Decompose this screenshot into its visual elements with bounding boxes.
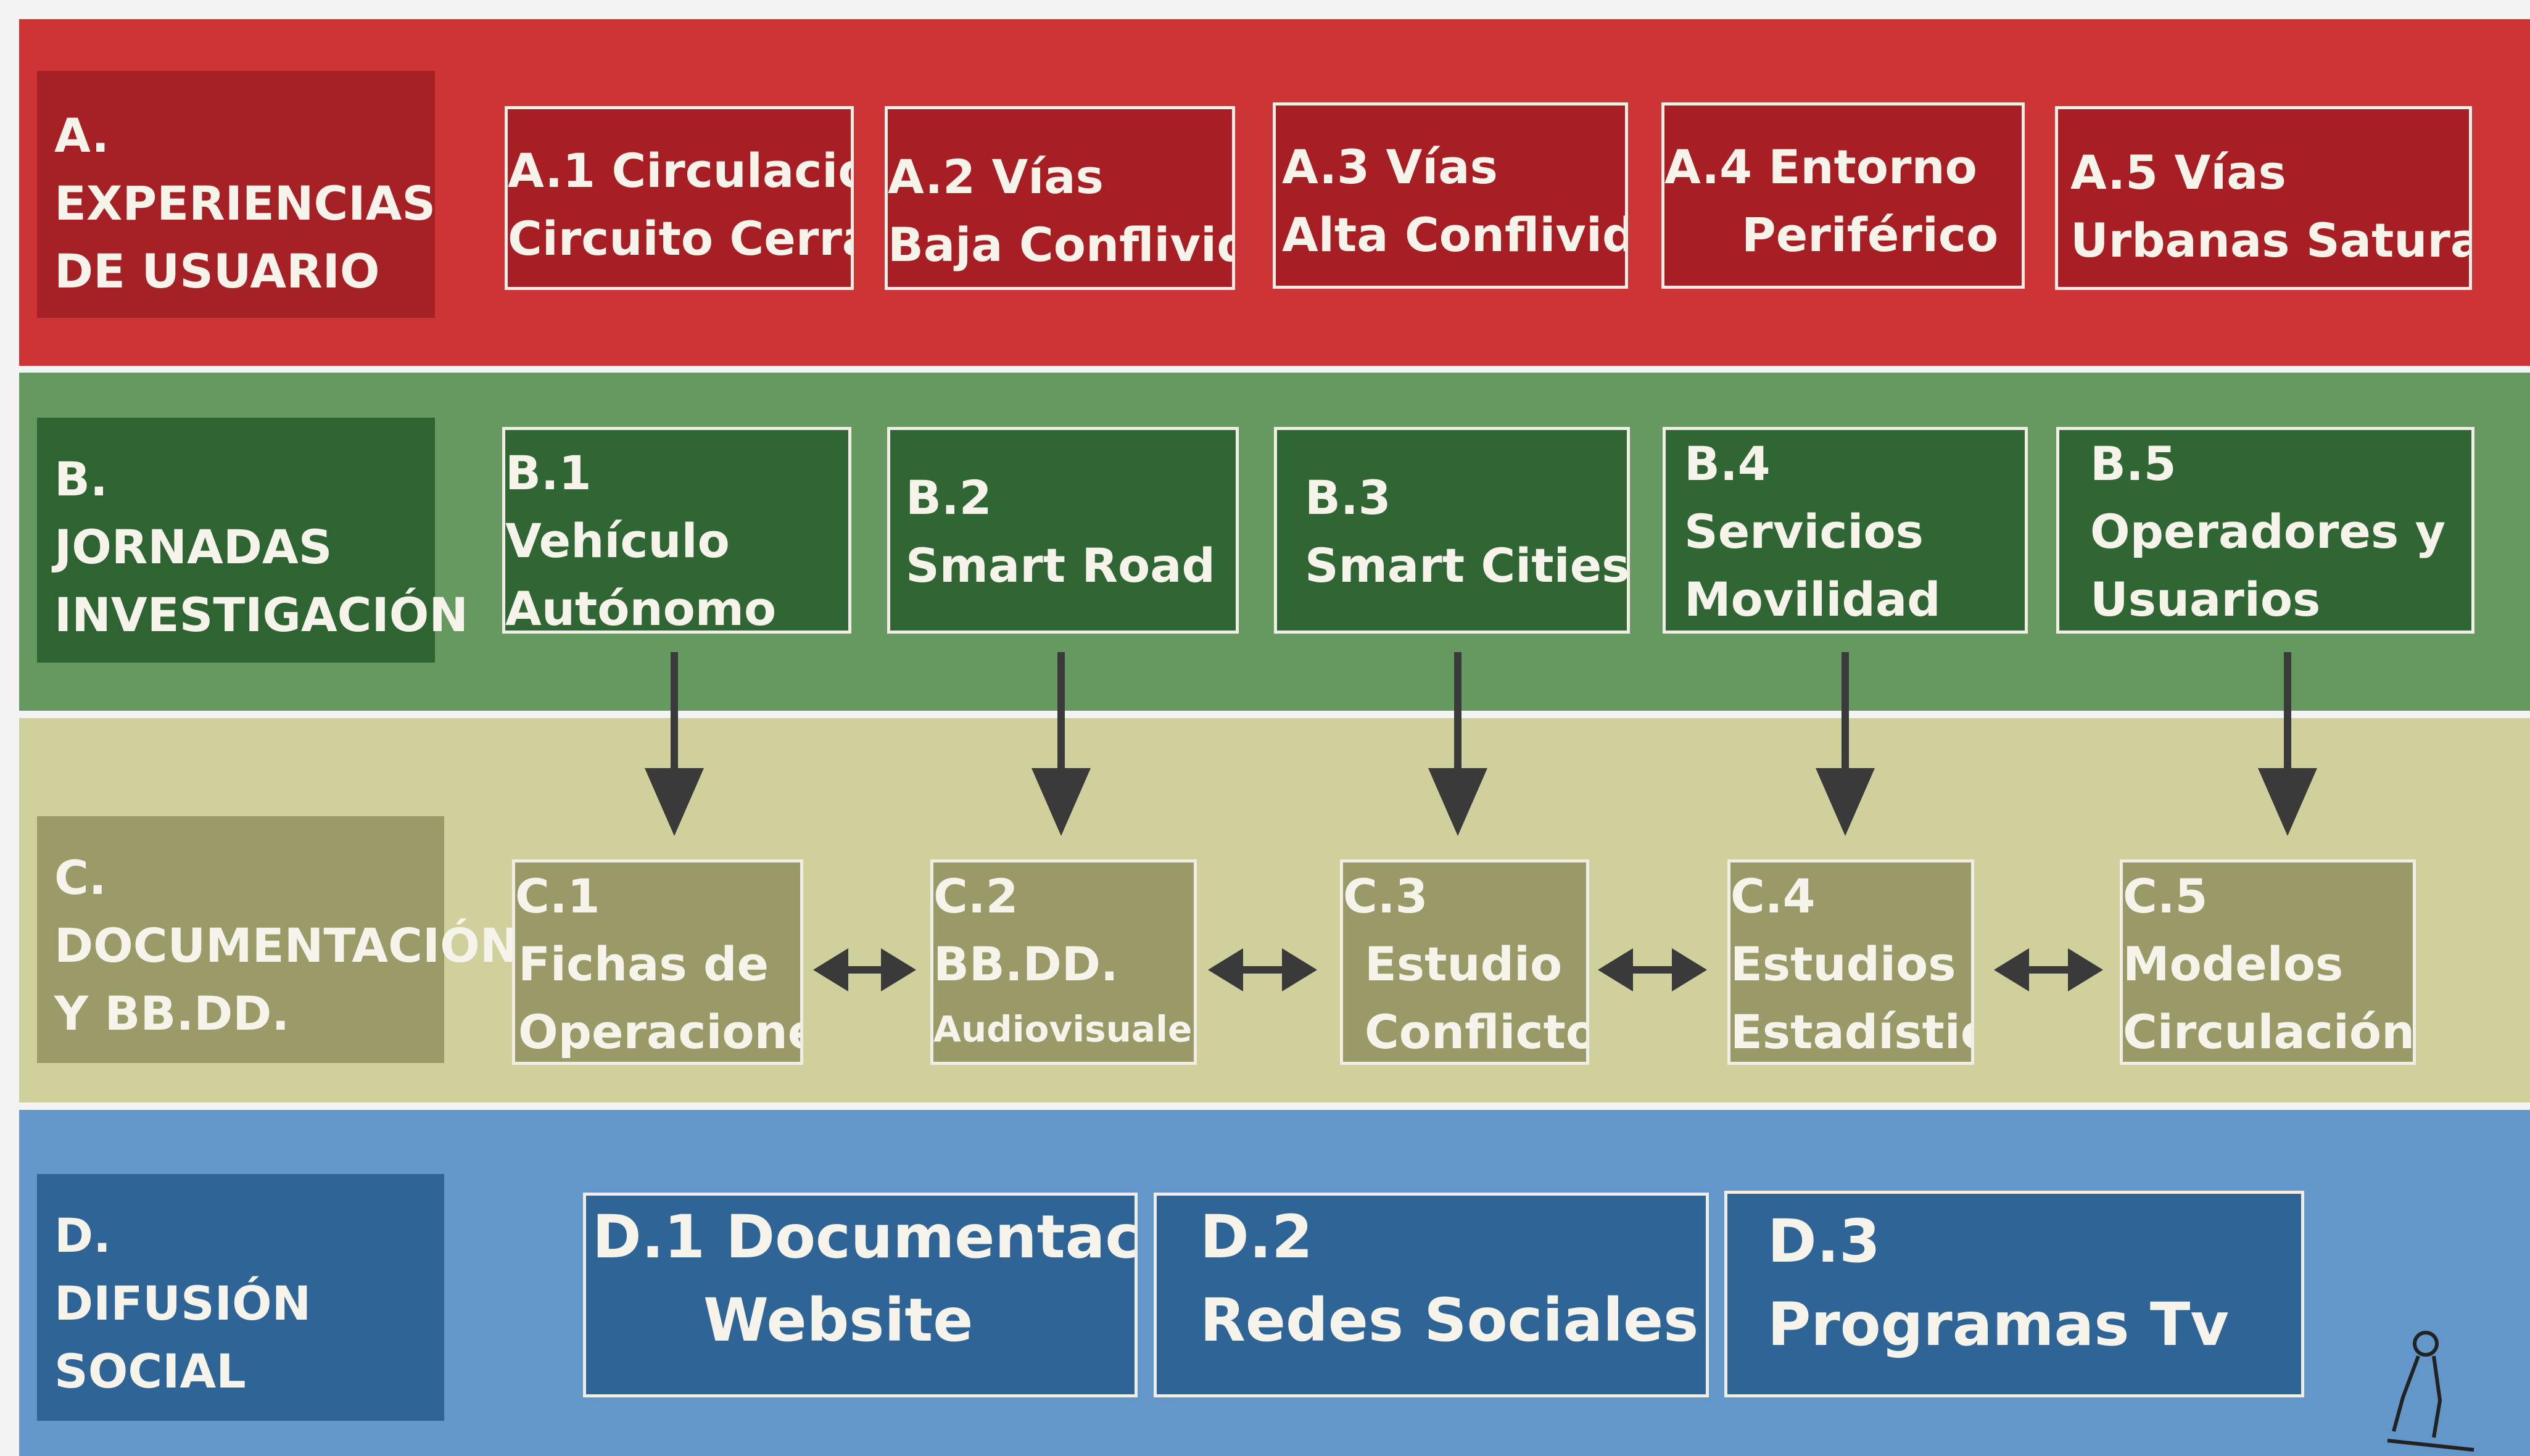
box-a1: A.1 Circulación Circuito Cerrado <box>505 106 854 290</box>
box-line: A.1 Circulación <box>508 143 851 198</box>
box-line: Circuito Cerrado <box>508 211 851 266</box>
box-line: B.5 <box>2090 436 2177 491</box>
arrowhead-down <box>1031 768 1091 836</box>
arrowhead-down <box>1428 768 1487 836</box>
box-c5: C.5 Modelos Circulación <box>2120 859 2416 1065</box>
box-b3: B.3 Smart Cities <box>1274 427 1630 634</box>
box-line: Movilidad <box>1684 572 1941 627</box>
header-documentacion: C. DOCUMENTACIÓN Y BB.DD. <box>37 816 519 1063</box>
box-line: Vehículo <box>505 513 730 568</box>
box-line: Circulación <box>2123 1004 2415 1059</box>
box-c3: C.3 Estudio Conflictos <box>1340 859 1589 1065</box>
header-difusion: D. DIFUSIÓN SOCIAL <box>37 1174 444 1421</box>
box-line: Operaciones <box>518 1004 800 1059</box>
box-b4: B.4 Servicios Movilidad <box>1663 427 2028 634</box>
double-arrow-c3-c4 <box>1598 948 1707 991</box>
box-line: Estudio <box>1365 937 1563 991</box>
box-d1: D.1 Documentación Website <box>583 1193 1138 1397</box>
box-line: Conflictos <box>1365 1004 1586 1059</box>
box-a2: A.2 Vías Baja Conflividad <box>885 106 1235 290</box>
box-b5: B.5 Operadores y Usuarios <box>2056 427 2474 634</box>
box-line: A.5 Vías <box>2070 145 2286 200</box>
arrowhead-down <box>1816 768 1875 836</box>
box-line: Fichas de <box>518 937 769 991</box>
box-line: Autónomo <box>505 581 777 634</box>
box-line: Modelos <box>2123 937 2344 991</box>
header-line: B. <box>54 452 108 507</box>
header-line: DOCUMENTACIÓN <box>54 918 519 973</box>
box-line: Estadísticos <box>1730 1004 1971 1059</box>
box-d2: D.2 Redes Sociales <box>1154 1193 1709 1397</box>
header-line: D. <box>54 1208 111 1263</box>
box-line: Programas Tv <box>1767 1290 2229 1359</box>
box-line: Audiovisuales <box>933 1008 1197 1050</box>
box-line: Urbanas Saturadas <box>2070 213 2469 268</box>
header-line: DE USUARIO <box>54 244 380 299</box>
header-experiencias: A. EXPERIENCIAS DE USUARIO <box>37 71 436 318</box>
box-line: Website <box>703 1286 974 1355</box>
box-line: Servicios <box>1684 504 1924 559</box>
box-line: B.2 <box>906 470 992 525</box>
box-line: C.4 <box>1730 869 1816 924</box>
box-line: Periférico <box>1742 207 1999 262</box>
box-c4: C.4 Estudios Estadísticos <box>1727 859 1974 1065</box>
header-line: JORNADAS <box>54 519 333 574</box>
seated-figure-icon <box>2387 1331 2474 1452</box>
box-line: Smart Road <box>906 538 1215 593</box>
box-line: Estudios <box>1730 937 1956 991</box>
box-a4: A.4 Entorno Periférico <box>1661 102 2025 289</box>
header-line: Y BB.DD. <box>54 986 290 1041</box>
arrowhead-down <box>2258 768 2317 836</box>
box-b2: B.2 Smart Road <box>887 427 1239 634</box>
box-line: D.3 <box>1767 1207 1880 1276</box>
box-line: C.1 <box>515 869 600 924</box>
box-line: B.1 <box>505 445 592 500</box>
box-line: A.3 Vías <box>1282 139 1498 194</box>
box-line: C.2 <box>933 869 1019 924</box>
box-line: BB.DD. <box>933 937 1118 991</box>
box-line: Alta Conflividad <box>1282 207 1625 262</box>
box-line: C.5 <box>2123 869 2208 924</box>
box-a5: A.5 Vías Urbanas Saturadas <box>2055 106 2472 290</box>
box-line: C.3 <box>1343 869 1428 924</box>
arrowhead-down <box>645 768 704 836</box>
header-jornadas: B. JORNADAS INVESTIGACIÓN <box>37 418 468 663</box>
double-arrow-c2-c3 <box>1208 948 1317 991</box>
header-line: DIFUSIÓN <box>54 1276 312 1331</box>
box-line: Operadores y <box>2090 504 2446 559</box>
header-line: EXPERIENCIAS <box>54 176 436 231</box>
box-c2: C.2 BB.DD. Audiovisuales <box>930 859 1197 1065</box>
box-line: B.3 <box>1305 470 1391 525</box>
header-line: C. <box>54 850 107 905</box>
box-a3: A.3 Vías Alta Conflividad <box>1273 102 1628 289</box>
box-b1: B.1 Vehículo Autónomo <box>502 427 851 634</box>
box-c1: C.1 Fichas de Operaciones <box>512 859 803 1065</box>
double-arrow-c1-c2 <box>813 948 916 991</box>
box-line: Redes Sociales <box>1200 1286 1699 1355</box>
box-d3: D.3 Programas Tv <box>1724 1191 2304 1397</box>
box-line: D.1 Documentación <box>592 1202 1138 1272</box>
box-line: Smart Cities <box>1305 538 1630 593</box>
double-arrow-c4-c5 <box>1994 948 2103 991</box>
header-line: INVESTIGACIÓN <box>54 587 468 642</box>
header-line: SOCIAL <box>54 1344 246 1399</box>
box-line: Usuarios <box>2090 572 2321 627</box>
box-line: A.4 Entorno <box>1664 139 1977 194</box>
box-line: B.4 <box>1684 436 1771 491</box>
box-line: Baja Conflividad <box>888 217 1232 272</box>
box-line: D.2 <box>1200 1202 1313 1272</box>
header-line: A. <box>54 108 110 163</box>
box-line: A.2 Vías <box>888 149 1104 204</box>
